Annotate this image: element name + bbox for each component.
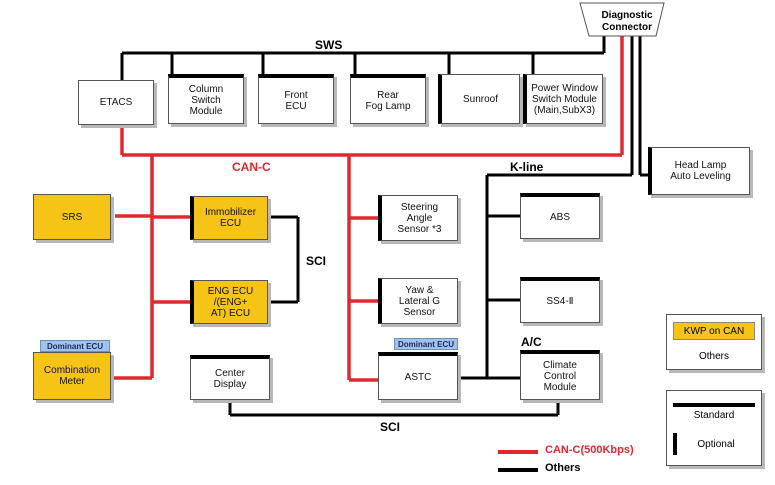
sci-mid-line (268, 215, 300, 304)
sci-bottom-line (228, 400, 560, 417)
eng-ecu-module: ENG ECU /(ENG+ AT) ECU (190, 280, 268, 324)
sunroof-module: Sunroof (438, 74, 520, 124)
head-lamp-label: Head Lamp Auto Leveling (670, 160, 731, 182)
sci-mid-label: SCI (306, 254, 327, 268)
sws-label: SWS (315, 38, 343, 52)
ss4-ii-module: SS4-Ⅱ (520, 277, 600, 323)
etacs-label: ETACS (99, 97, 133, 108)
etacs-module: ETACS (78, 80, 154, 125)
immobilizer-ecu-module: Immobilizer ECU (190, 196, 268, 240)
yaw-lateral-g-sensor-module: Yaw & Lateral G Sensor (378, 278, 458, 324)
climate-control-module: Climate Control Module (520, 350, 600, 400)
combination-meter-label: Combination Meter (43, 365, 101, 387)
front-ecu-label: Front ECU (284, 89, 308, 112)
climate-label: Climate Control Module (543, 360, 577, 393)
kwp-others-item: Others (698, 350, 729, 362)
steering-angle-sensor-module: Steering Angle Sensor *3 (378, 195, 458, 241)
sunroof-label: Sunroof (462, 93, 499, 105)
yaw-lateral-label: Yaw & Lateral G Sensor (398, 284, 441, 318)
sci-bottom-label: SCI (380, 420, 401, 434)
dominant-ecu-badge-meter: Dominant ECU (40, 340, 110, 352)
ac-label: A/C (521, 335, 542, 349)
center-display-label: Center Display (213, 368, 247, 390)
column-switch-label: Column Switch Module (188, 84, 224, 117)
astc-label: ASTC (404, 372, 432, 383)
can-c-bus (110, 33, 624, 382)
combination-meter-module: Combination Meter (33, 352, 111, 400)
rear-fog-lamp-module: Rear Fog Lamp (350, 74, 426, 124)
srs-label: SRS (61, 211, 83, 223)
dominant-ecu-badge-astc: Dominant ECU (394, 338, 458, 350)
front-ecu-module: Front ECU (258, 74, 334, 124)
rear-fog-lamp-label: Rear Fog Lamp (365, 89, 411, 112)
module-type-legend-panel: Standard Optional (666, 390, 762, 466)
head-lamp-auto-leveling: Head Lamp Auto Leveling (648, 147, 750, 195)
standard-item: Standard (673, 403, 755, 423)
power-window-switch-module: Power Window Switch Module (Main,SubX3) (523, 74, 603, 124)
optional-item: Optional (673, 433, 755, 455)
kwp-legend-panel: KWP on CAN Others (666, 314, 762, 370)
abs-module: ABS (520, 193, 600, 239)
column-switch-module: Column Switch Module (168, 74, 244, 124)
immobilizer-label: Immobilizer ECU (204, 207, 257, 229)
k-line-label: K-line (510, 160, 544, 174)
legend-can-c-text: CAN-C(500Kbps) (545, 444, 634, 456)
legend-others-text: Others (545, 462, 581, 474)
power-window-label: Power Window Switch Module (Main,SubX3) (531, 82, 598, 116)
ss4-label: SS4-Ⅱ (546, 296, 574, 307)
diagnostic-connector: Diagnostic Connector (601, 10, 653, 33)
eng-ecu-label: ENG ECU /(ENG+ AT) ECU (207, 285, 254, 319)
sws-bus (120, 33, 606, 80)
can-c-label: CAN-C (232, 160, 271, 174)
kwp-on-can-item: KWP on CAN (673, 322, 755, 340)
diagnostic-connector-shape (579, 2, 665, 37)
center-display-module: Center Display (190, 355, 270, 400)
astc-module: ASTC (378, 352, 458, 400)
steering-angle-label: Steering Angle Sensor *3 (397, 201, 442, 235)
srs-module: SRS (33, 194, 111, 240)
abs-label: ABS (549, 212, 570, 223)
